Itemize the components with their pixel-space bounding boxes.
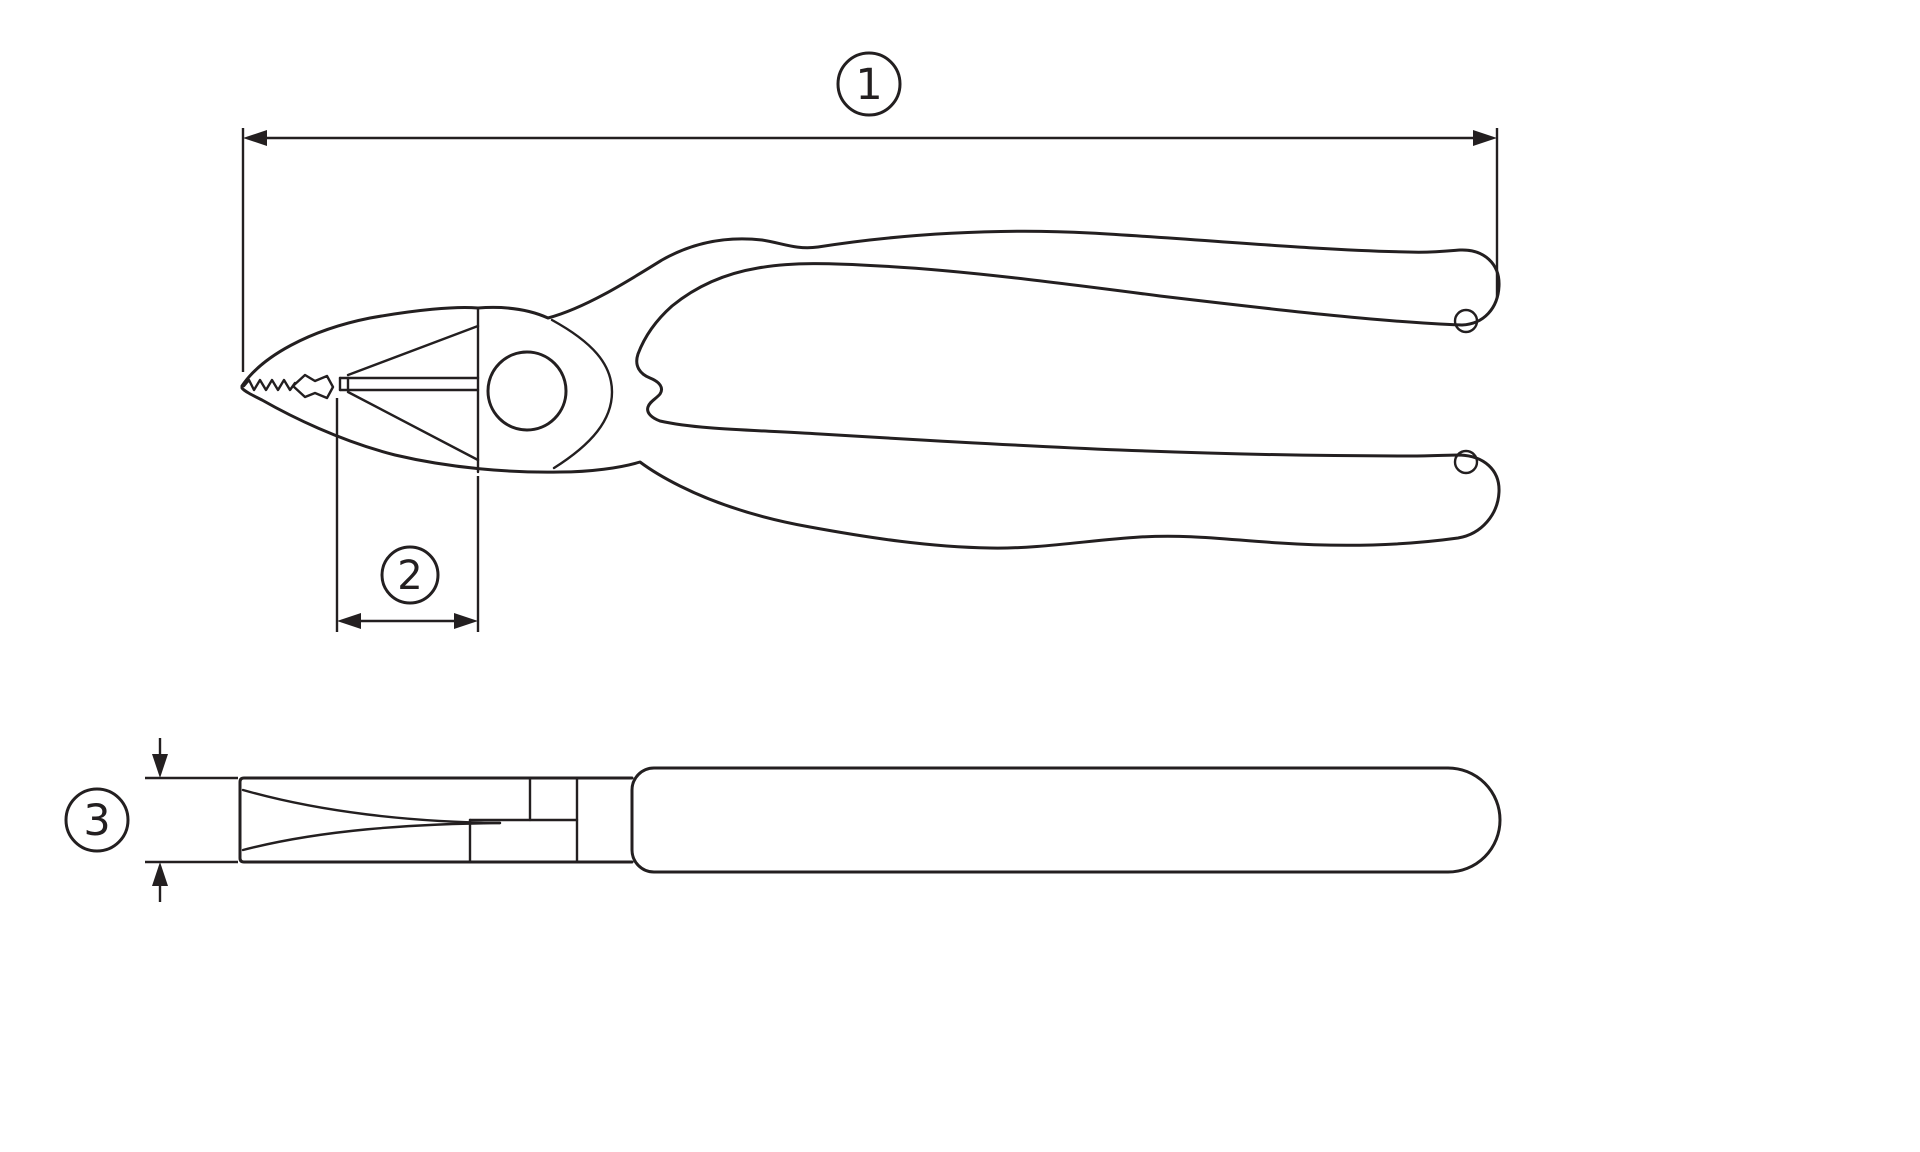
jaw-lens-bottom xyxy=(241,821,502,852)
pliers-edge-view xyxy=(238,766,1502,874)
serration-teeth xyxy=(242,378,297,392)
dimension-jaw-length: 2 xyxy=(335,398,480,632)
pliers-silhouette xyxy=(240,229,1501,550)
arrow-right-icon xyxy=(454,613,478,629)
dimension-thickness: 3 xyxy=(64,738,238,902)
arrow-up-icon xyxy=(152,862,168,886)
cutter-notch xyxy=(291,373,335,400)
arrow-down-icon xyxy=(152,754,168,778)
pliers-side-view xyxy=(240,229,1501,550)
dimension-overall-length: 1 xyxy=(241,51,1499,372)
callout-3-circle xyxy=(64,787,130,853)
pivot-circle xyxy=(486,350,568,432)
lower-jaw-inner-edge xyxy=(346,390,480,462)
arrow-left-icon xyxy=(337,613,361,629)
callout-2-label: 2 xyxy=(397,553,422,599)
callout-3-label: 3 xyxy=(83,796,110,846)
lower-handle-hole xyxy=(1453,449,1479,475)
head-arc xyxy=(550,318,614,470)
upper-jaw-inner-edge xyxy=(346,324,480,377)
callout-2-circle xyxy=(380,545,440,605)
arrow-right-icon xyxy=(1473,130,1497,146)
upper-handle-hole xyxy=(1453,308,1479,334)
head-block xyxy=(238,776,634,864)
grip-sleeve xyxy=(630,766,1502,874)
callout-1-label: 1 xyxy=(855,60,882,110)
callout-1-circle xyxy=(836,51,902,117)
jaw-lens-top xyxy=(241,788,502,825)
arrow-left-icon xyxy=(243,130,267,146)
